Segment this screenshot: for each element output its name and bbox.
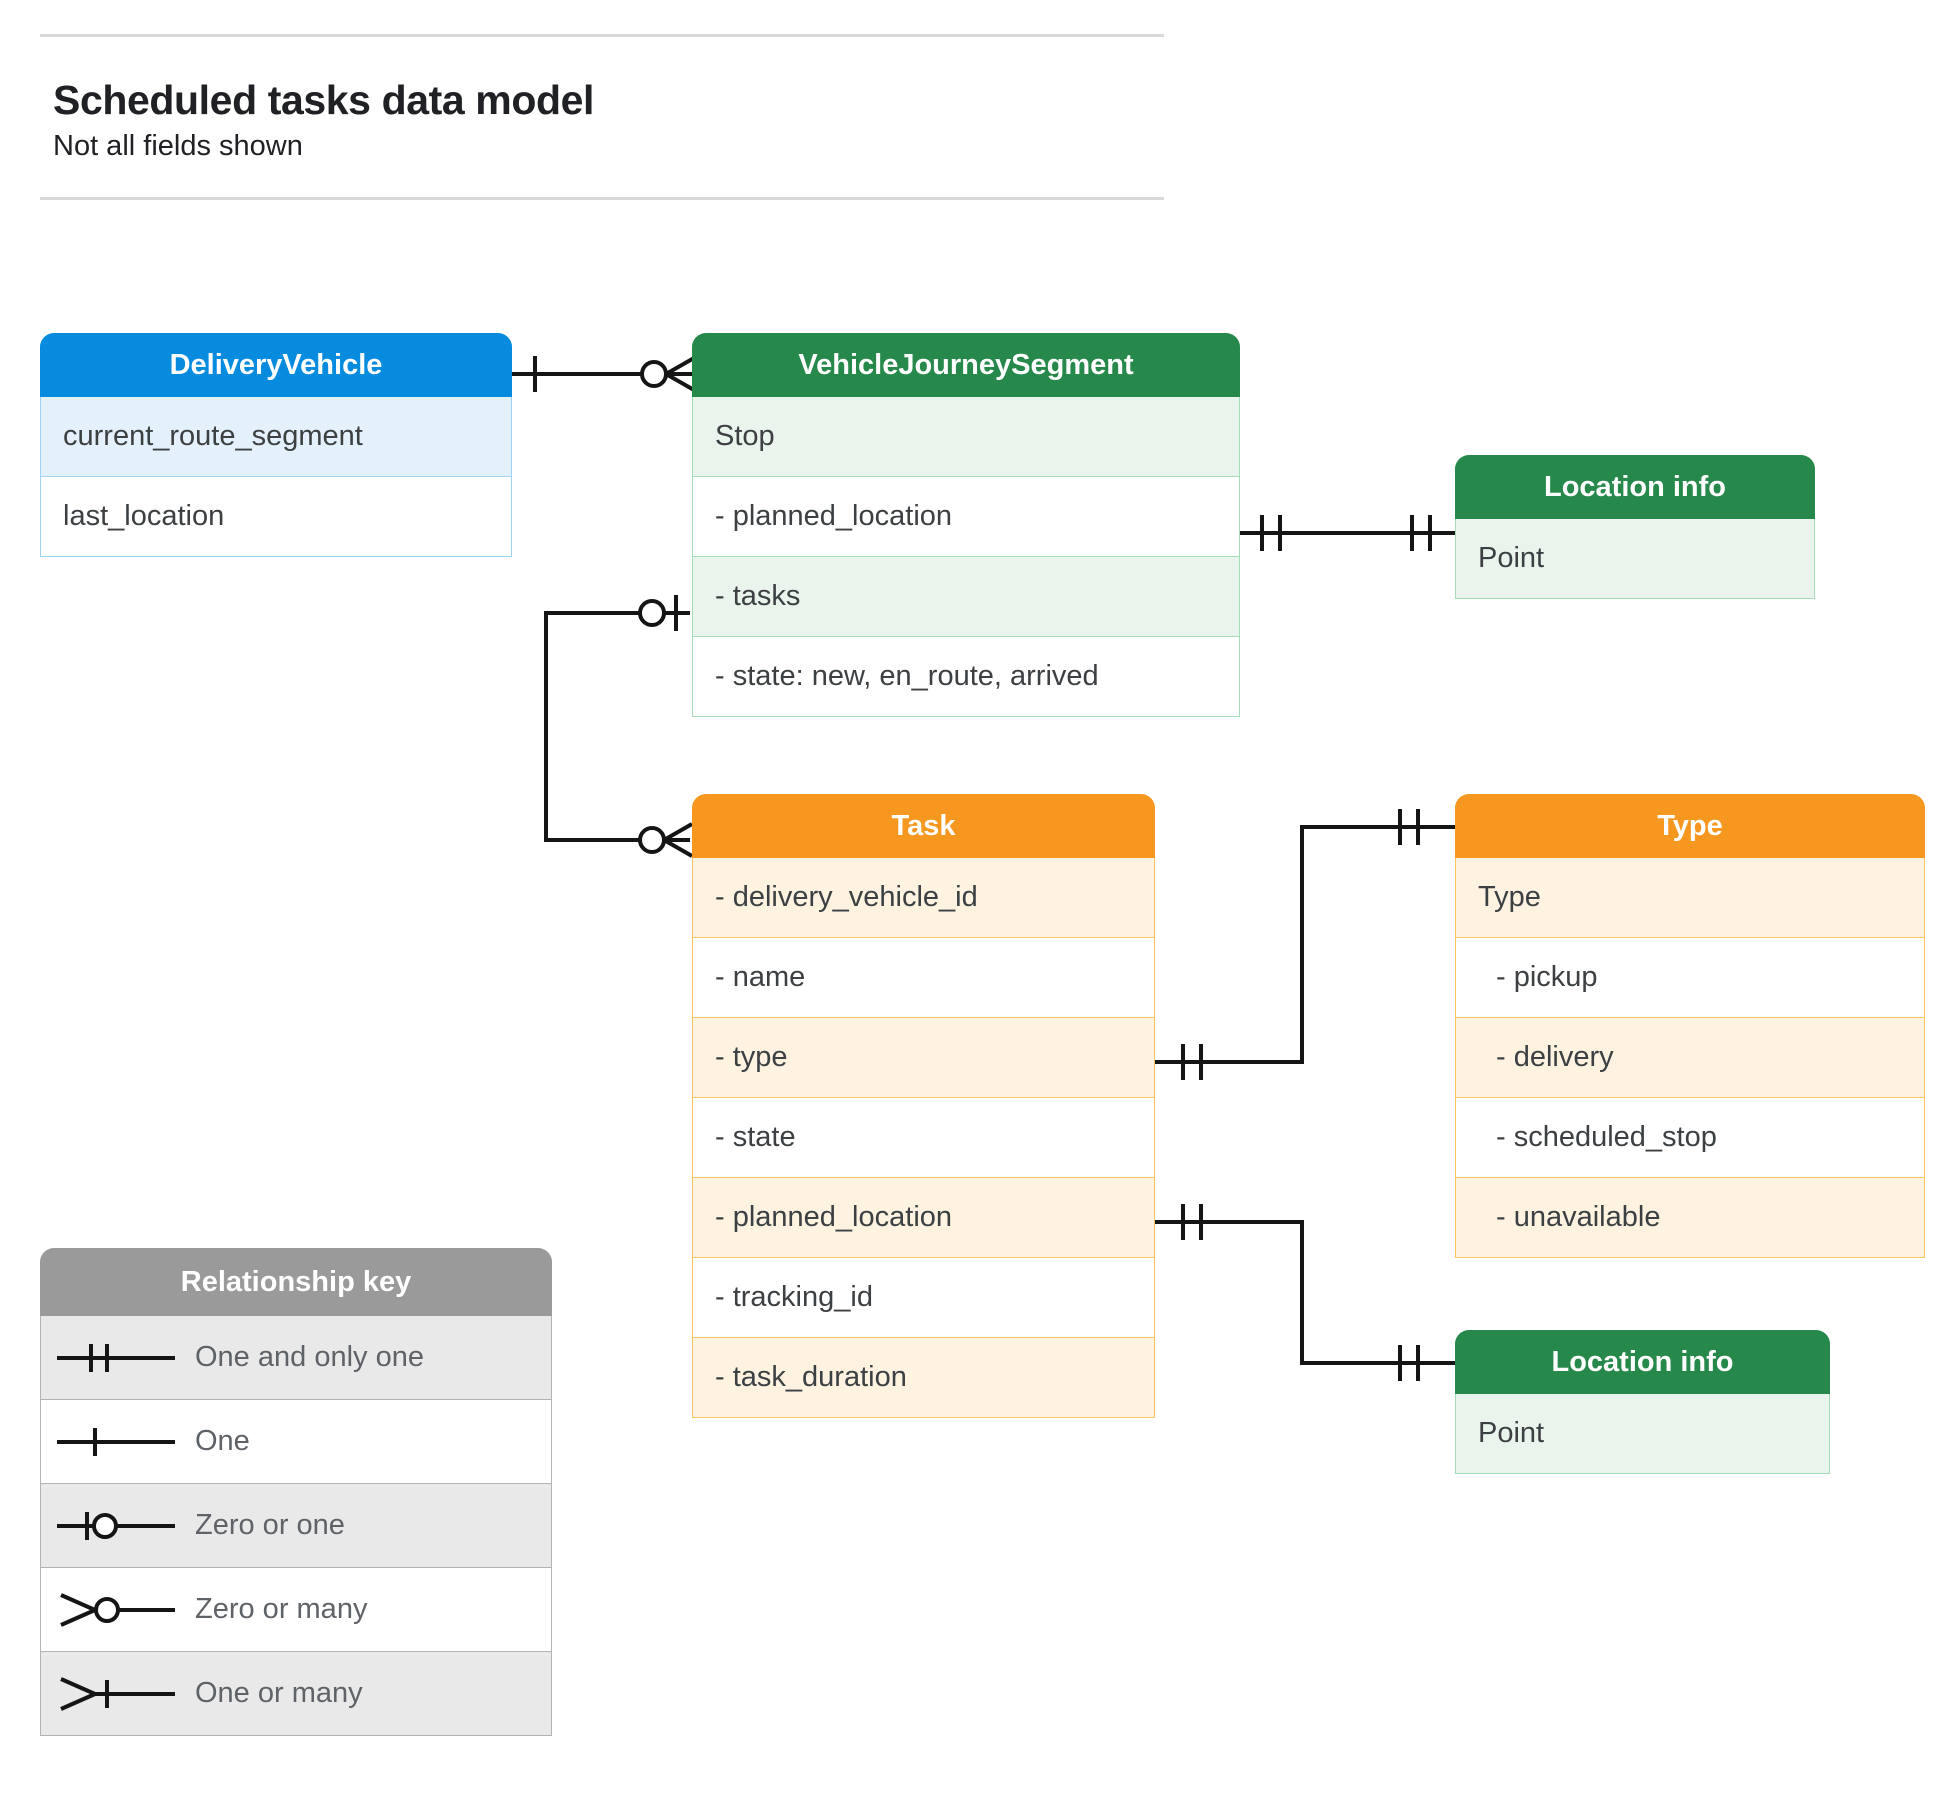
entity-location-info-top-title: Location info (1455, 455, 1815, 519)
entity-vehicle-journey-segment-title: VehicleJourneySegment (692, 333, 1240, 397)
field-label: last_location (63, 500, 225, 532)
field-label: - planned_location (715, 500, 953, 532)
entity-type-title: Type (1455, 794, 1925, 858)
field-row[interactable]: Stop (692, 397, 1240, 477)
field-row[interactable]: - name (692, 938, 1155, 1018)
entity-location-info-bottom-rows: Point (1455, 1394, 1830, 1474)
entity-task-rows: - delivery_vehicle_id - name - type - st… (692, 858, 1155, 1418)
field-label: - delivery_vehicle_id (715, 881, 978, 913)
field-label: current_route_segment (63, 420, 363, 452)
field-label: - task_duration (715, 1361, 907, 1393)
field-row[interactable]: - delivery (1455, 1018, 1925, 1098)
relationship-key-rows: One and only one One Zero or one (40, 1316, 552, 1736)
field-row[interactable]: - planned_location (692, 477, 1240, 557)
header-top-rule (40, 34, 1164, 37)
entity-location-info-bottom[interactable]: Location info Point (1455, 1330, 1830, 1474)
connector-task-planned-location-to-location-info-bottom (1155, 1204, 1455, 1381)
legend-item-one[interactable]: One (40, 1400, 552, 1484)
field-row[interactable]: - state (692, 1098, 1155, 1178)
one-or-many-icon (41, 1674, 191, 1714)
field-label: - unavailable (1496, 1201, 1661, 1233)
entity-delivery-vehicle-title: DeliveryVehicle (40, 333, 512, 397)
field-row[interactable]: current_route_segment (40, 397, 512, 477)
field-label: - tasks (715, 580, 801, 612)
entity-delivery-vehicle[interactable]: DeliveryVehicle current_route_segment la… (40, 333, 512, 557)
field-row[interactable]: - state: new, en_route, arrived (692, 637, 1240, 717)
field-label: - planned_location (715, 1201, 953, 1233)
entity-task[interactable]: Task - delivery_vehicle_id - name - type… (692, 794, 1155, 1418)
legend-item-one-or-many[interactable]: One or many (40, 1652, 552, 1736)
header-bottom-rule (40, 197, 1164, 200)
field-row[interactable]: - pickup (1455, 938, 1925, 1018)
field-label: - tracking_id (715, 1281, 873, 1313)
entity-location-info-top[interactable]: Location info Point (1455, 455, 1815, 599)
field-label: - state (715, 1121, 796, 1153)
legend-label: One (195, 1425, 250, 1457)
entity-type[interactable]: Type Type - pickup - delivery - schedule… (1455, 794, 1925, 1258)
field-row[interactable]: last_location (40, 477, 512, 557)
legend-label: Zero or many (195, 1593, 368, 1625)
entity-location-info-bottom-title: Location info (1455, 1330, 1830, 1394)
field-row[interactable]: - task_duration (692, 1338, 1155, 1418)
legend-item-zero-or-one[interactable]: Zero or one (40, 1484, 552, 1568)
one-icon (41, 1422, 191, 1462)
legend-item-one-and-only-one[interactable]: One and only one (40, 1316, 552, 1400)
entity-delivery-vehicle-rows: current_route_segment last_location (40, 397, 512, 557)
field-label: Stop (715, 420, 775, 452)
legend-label: Zero or one (195, 1509, 345, 1541)
entity-task-title: Task (692, 794, 1155, 858)
field-label: - scheduled_stop (1496, 1121, 1717, 1153)
entity-type-rows: Type - pickup - delivery - scheduled_sto… (1455, 858, 1925, 1258)
field-row[interactable]: Point (1455, 519, 1815, 599)
field-label: - name (715, 961, 806, 993)
field-row[interactable]: - planned_location (692, 1178, 1155, 1258)
zero-or-many-icon (41, 1590, 191, 1630)
field-row[interactable]: Type (1455, 858, 1925, 938)
field-row[interactable]: Point (1455, 1394, 1830, 1474)
connector-task-type-to-type (1155, 809, 1455, 1080)
entity-vehicle-journey-segment[interactable]: VehicleJourneySegment Stop - planned_loc… (692, 333, 1240, 717)
legend-item-zero-or-many[interactable]: Zero or many (40, 1568, 552, 1652)
connector-planned-location-to-location-info-top (1240, 515, 1458, 551)
field-row[interactable]: - type (692, 1018, 1155, 1098)
page-title: Scheduled tasks data model (53, 77, 594, 123)
field-label: Point (1478, 1417, 1545, 1449)
field-label: Type (1478, 881, 1541, 913)
field-row[interactable]: - delivery_vehicle_id (692, 858, 1155, 938)
connector-tasks-to-task (544, 595, 693, 858)
field-row[interactable]: - scheduled_stop (1455, 1098, 1925, 1178)
legend-label: One or many (195, 1677, 363, 1709)
field-label: - delivery (1496, 1041, 1614, 1073)
page-subtitle: Not all fields shown (53, 130, 303, 162)
field-label: - type (715, 1041, 788, 1073)
legend-label: One and only one (195, 1341, 424, 1373)
relationship-key-legend[interactable]: Relationship key One and only one One (40, 1248, 552, 1736)
entity-location-info-top-rows: Point (1455, 519, 1815, 599)
one-and-only-one-icon (41, 1338, 191, 1378)
relationship-key-title: Relationship key (40, 1248, 552, 1316)
page-header: Scheduled tasks data model Not all field… (40, 34, 1164, 200)
field-row[interactable]: - tasks (692, 557, 1240, 637)
connector-deliveryvehicle-to-vehiclejourneysegment (512, 356, 695, 392)
field-row[interactable]: - unavailable (1455, 1178, 1925, 1258)
field-label: Point (1478, 542, 1545, 574)
field-row[interactable]: - tracking_id (692, 1258, 1155, 1338)
field-label: - pickup (1496, 961, 1598, 993)
entity-vehicle-journey-segment-rows: Stop - planned_location - tasks - state:… (692, 397, 1240, 717)
zero-or-one-icon (41, 1506, 191, 1546)
field-label: - state: new, en_route, arrived (715, 660, 1099, 692)
